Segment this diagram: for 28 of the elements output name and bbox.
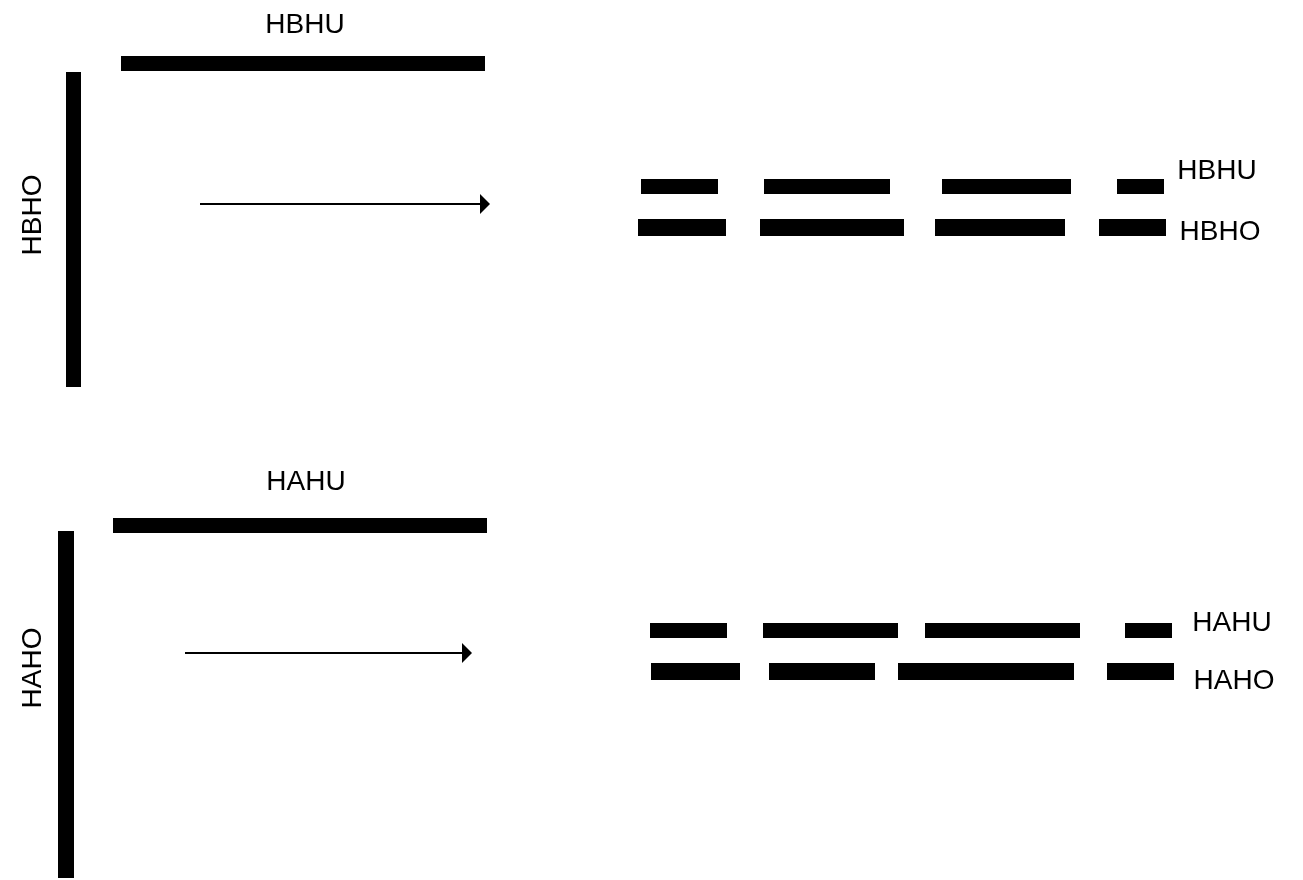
- bar: [935, 219, 1065, 236]
- bar: [769, 663, 875, 680]
- bar: [1125, 623, 1172, 638]
- bar: [942, 179, 1071, 194]
- bar: [1099, 219, 1166, 236]
- bar: [925, 623, 1080, 638]
- bar: [760, 219, 904, 236]
- bar: [113, 518, 487, 533]
- bar-label: HAHO: [1193, 666, 1275, 694]
- bar: [764, 179, 890, 194]
- bar-label: HAHU: [266, 467, 346, 495]
- bar-label: HBHU: [265, 10, 345, 38]
- bar: [898, 663, 1074, 680]
- bar-label: HBHU: [1177, 156, 1257, 184]
- bar: [58, 531, 74, 878]
- bar: [638, 219, 726, 236]
- bar-label: HAHO: [18, 627, 46, 709]
- bar: [763, 623, 898, 638]
- bar-label: HBHO: [18, 174, 46, 256]
- bar-label: HAHU: [1192, 608, 1272, 636]
- bar: [1107, 663, 1174, 680]
- bar: [651, 663, 740, 680]
- bar: [641, 179, 718, 194]
- bar: [121, 56, 485, 71]
- bar: [66, 72, 81, 387]
- bar: [1117, 179, 1164, 194]
- bar-label: HBHO: [1179, 217, 1261, 245]
- bar: [650, 623, 727, 638]
